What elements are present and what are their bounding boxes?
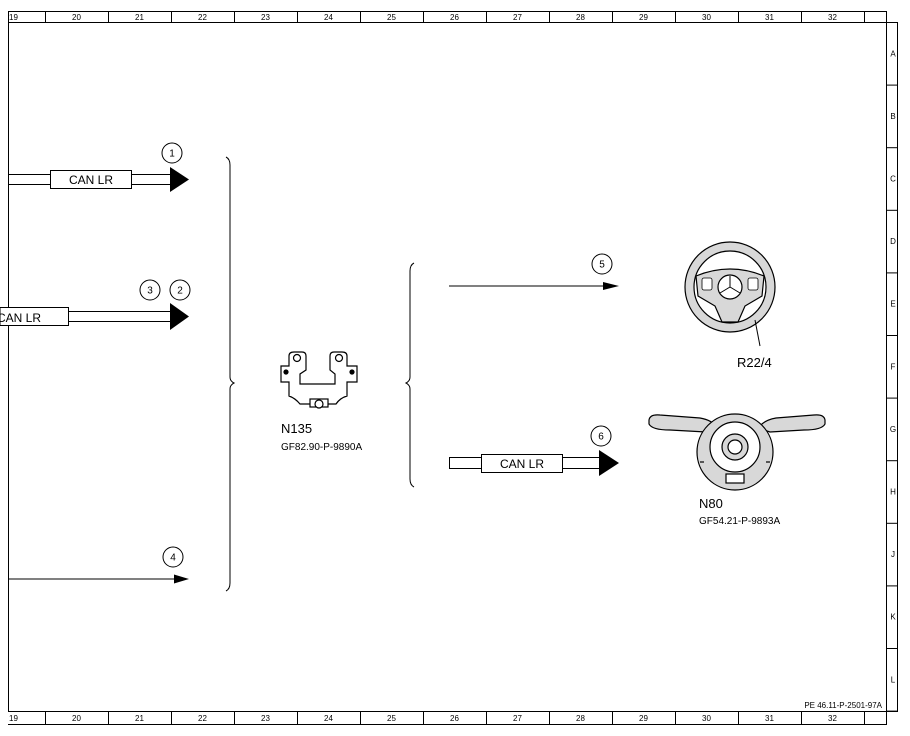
column-label-top: 26 — [450, 13, 459, 22]
row-label: K — [890, 613, 896, 622]
arrow-head-4 — [174, 574, 189, 584]
connector-6: 6 — [590, 425, 612, 447]
column-label-bottom: 20 — [72, 714, 81, 723]
column-label-bottom: 25 — [387, 714, 396, 723]
can-label-1: CAN LR — [69, 173, 113, 187]
column-label-bottom: 27 — [513, 714, 522, 723]
row-label: E — [890, 300, 895, 309]
bus-line-2: CAN LR — [0, 303, 189, 330]
row-label: F — [891, 362, 896, 371]
column-label-bottom: 30 — [702, 714, 711, 723]
svg-text:5: 5 — [599, 260, 605, 271]
column-label-top: 31 — [765, 13, 774, 22]
column-label-top: 32 — [828, 13, 837, 22]
can-label-box-1 — [50, 170, 132, 189]
column-label-bottom: 23 — [261, 714, 270, 723]
column-label-bottom: 29 — [639, 714, 648, 723]
svg-text:2: 2 — [177, 286, 183, 297]
n135-reference: GF82.90-P-9890A — [281, 442, 362, 453]
column-label-top: 23 — [261, 13, 270, 22]
row-label: C — [890, 175, 896, 184]
column-label-top: 19 — [9, 13, 18, 22]
row-ticks — [886, 84, 898, 712]
column-label-top: 27 — [513, 13, 522, 22]
n135-designation: N135 — [281, 421, 312, 436]
column-label-top: 20 — [72, 13, 81, 22]
connector-1: 1 — [161, 142, 183, 164]
drawing-number: PE 46.11-P-2501-97A — [804, 701, 882, 710]
row-label: J — [891, 550, 895, 559]
n80-reference: GF54.21-P-9893A — [699, 516, 780, 527]
column-label-top: 25 — [387, 13, 396, 22]
column-ticks — [45, 11, 865, 724]
left-brace — [225, 156, 236, 592]
row-label: B — [890, 112, 895, 121]
svg-text:1: 1 — [169, 149, 175, 160]
svg-text:6: 6 — [598, 432, 604, 443]
connector-5: 5 — [591, 253, 613, 275]
arrow-head-2 — [170, 303, 189, 330]
svg-text:3: 3 — [147, 286, 153, 297]
row-label: G — [890, 425, 896, 434]
signal-line-5 — [449, 282, 619, 290]
column-label-top: 21 — [135, 13, 144, 22]
signal-line-4 — [8, 574, 189, 584]
r22-4-designation: R22/4 — [737, 355, 772, 370]
n80-designation: N80 — [699, 496, 723, 511]
column-label-bottom: 22 — [198, 714, 207, 723]
column-label-bottom: 26 — [450, 714, 459, 723]
column-labels-top: 19 20 21 22 23 24 25 26 27 28 29 30 31 32 — [9, 13, 837, 22]
connector-3: 3 — [139, 279, 161, 301]
column-label-bottom: 32 — [828, 714, 837, 723]
row-label: D — [890, 237, 896, 246]
column-label-bottom: 31 — [765, 714, 774, 723]
bus-line-6: CAN LR — [449, 450, 619, 476]
column-label-top: 29 — [639, 13, 648, 22]
column-label-top: 30 — [702, 13, 711, 22]
drawing-frame — [8, 11, 898, 725]
column-label-top: 24 — [324, 13, 333, 22]
right-brace — [404, 262, 415, 488]
arrow-head-5 — [603, 282, 619, 290]
connector-2: 2 — [169, 279, 191, 301]
n135-control-unit — [280, 351, 358, 409]
can-label-box-2 — [0, 307, 69, 326]
arrow-head-6 — [599, 450, 619, 476]
can-label-box-6 — [481, 454, 563, 473]
can-label-6: CAN LR — [500, 457, 544, 471]
bus-line-1: CAN LR — [8, 167, 189, 192]
column-label-bottom: 28 — [576, 714, 585, 723]
svg-text:4: 4 — [170, 553, 176, 564]
row-label: H — [890, 488, 896, 497]
row-label: L — [891, 675, 896, 684]
row-label: A — [890, 49, 896, 58]
column-label-bottom: 24 — [324, 714, 333, 723]
column-label-bottom: 21 — [135, 714, 144, 723]
steering-column-module-n80 — [648, 413, 826, 491]
column-labels-bottom: 19 20 21 22 23 24 25 26 27 28 29 30 31 32 — [9, 714, 837, 723]
connector-4: 4 — [162, 546, 184, 568]
column-label-bottom: 19 — [9, 714, 18, 723]
steering-wheel-r22-4 — [684, 241, 776, 347]
can-label-2: CAN LR — [0, 311, 41, 325]
column-label-top: 28 — [576, 13, 585, 22]
row-labels: A B C D E F G H J K L — [890, 49, 896, 684]
arrow-head-1 — [170, 167, 189, 192]
column-label-top: 22 — [198, 13, 207, 22]
